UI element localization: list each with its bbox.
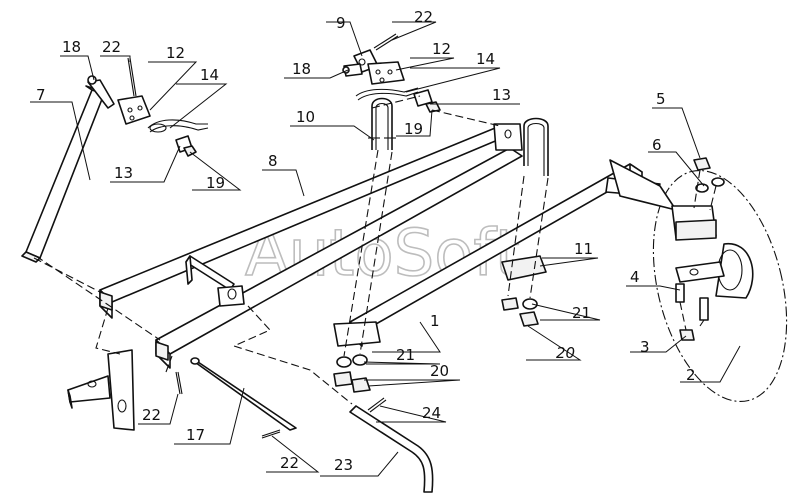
part-21-nut-right: [522, 298, 538, 310]
part-21-nut-left: [336, 354, 368, 368]
callout-labels: 7 18 22 12 14 13 19 8 9 22 18 12 14 13 1…: [36, 8, 696, 474]
part-23-rod: [349, 405, 434, 493]
part-10-u-bolt: [368, 97, 396, 150]
part-14-clip-left: [147, 119, 209, 133]
leader-lines: [30, 21, 741, 477]
callout-20-right: 20: [556, 344, 575, 362]
callout-2: 2: [686, 366, 696, 384]
callout-6: 6: [652, 136, 662, 154]
part-18-bolt-top: [342, 63, 363, 77]
callout-24: 24: [422, 404, 441, 422]
callout-7: 7: [36, 86, 46, 104]
callout-12-left: 12: [166, 44, 185, 62]
callout-14-top: 14: [476, 50, 495, 68]
part-22-pin-lower: [261, 429, 281, 439]
callout-18-top: 18: [292, 60, 311, 78]
callout-21-left: 21: [396, 346, 415, 364]
callout-10: 10: [296, 108, 315, 126]
part-8-frame: [99, 123, 523, 369]
part-19-nut-left: [183, 145, 197, 157]
part-12-bracket-top: [367, 61, 405, 85]
part-12-bracket-left: [117, 95, 151, 125]
part-17-rod: [190, 357, 297, 431]
callout-13-left: 13: [114, 164, 133, 182]
part-22-pin-lower-left: [175, 371, 183, 395]
callout-12-top: 12: [432, 40, 451, 58]
callout-20-left: 20: [430, 362, 449, 380]
callout-8: 8: [268, 152, 278, 170]
callout-4: 4: [630, 268, 640, 286]
callout-23: 23: [334, 456, 353, 474]
callout-19-top: 19: [404, 120, 423, 138]
callout-19-left: 19: [206, 174, 225, 192]
callout-1: 1: [430, 312, 440, 330]
assembly-lines: [33, 95, 717, 405]
part-24-pin: [367, 397, 387, 413]
callout-22-lower-left: 22: [142, 406, 161, 424]
part-20-nut-left: [333, 371, 371, 393]
part-5-nut: [693, 157, 711, 171]
part-22-pin-top: [373, 33, 399, 51]
callout-22-lower: 22: [280, 454, 299, 472]
part-20-nut-right: [501, 297, 539, 327]
callout-22-left: 22: [102, 38, 121, 56]
callout-21-right: 21: [572, 304, 591, 322]
part-2-disc: [609, 159, 788, 403]
part-7-bar: [21, 85, 105, 263]
callout-3: 3: [640, 338, 650, 356]
callout-22-top: 22: [414, 8, 433, 26]
part-4-bolt: [675, 283, 709, 321]
callout-9: 9: [336, 14, 346, 32]
part-22-pin-left: [127, 57, 137, 97]
callout-13-top: 13: [492, 86, 511, 104]
callout-11: 11: [574, 240, 593, 258]
callout-18-left: 18: [62, 38, 81, 56]
callout-14-left: 14: [200, 66, 219, 84]
callout-17: 17: [186, 426, 205, 444]
callout-5: 5: [656, 90, 666, 108]
part-6-washer: [695, 177, 725, 193]
mount-bracket: [67, 349, 135, 431]
part-14-clip-top: [355, 87, 419, 101]
u-bolt-upper-right: [523, 117, 549, 176]
